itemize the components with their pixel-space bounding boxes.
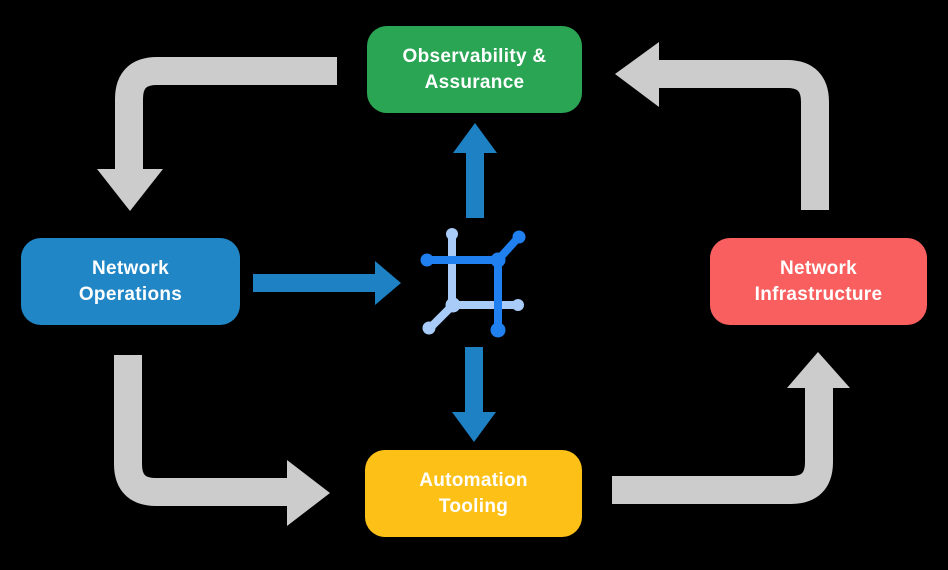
- arrowhead-operations-to-center: [375, 261, 401, 305]
- node-automation-tooling: Automation Tooling: [365, 450, 582, 537]
- arrowhead-automation-to-infrastructure: [787, 352, 850, 388]
- arrow-observability-to-operations: [115, 57, 337, 171]
- arrowhead-center-to-automation: [452, 412, 496, 442]
- node-label-line: Network: [779, 257, 858, 279]
- node-label-line: Observability &: [402, 45, 547, 67]
- node-label-line: Network: [91, 257, 170, 279]
- node-label-line: Infrastructure: [754, 283, 883, 305]
- network-mesh-icon-light-part: [422, 228, 524, 335]
- cycle-arrows: [97, 42, 850, 526]
- arrow-operations-to-automation: [114, 355, 288, 506]
- node-label-line: Operations: [78, 283, 183, 305]
- node-network-infrastructure: Network Infrastructure: [710, 238, 927, 325]
- arrowhead-center-to-observability: [453, 123, 497, 153]
- arrow-automation-to-infrastructure: [612, 388, 833, 504]
- arrow-infrastructure-to-observability: [659, 60, 829, 210]
- center-arrows: [253, 123, 497, 442]
- node-label-line: Tooling: [438, 495, 509, 517]
- arrowhead-observability-to-operations: [97, 169, 163, 211]
- node-label-line: Automation: [419, 469, 528, 491]
- arrowhead-infrastructure-to-observability: [615, 42, 659, 107]
- node-observability-assurance: Observability & Assurance: [367, 26, 582, 113]
- node-network-operations: Network Operations: [21, 238, 240, 325]
- node-label-line: Assurance: [424, 71, 525, 93]
- network-mesh-icon-dark-part: [420, 230, 526, 338]
- network-mesh-icon: [420, 228, 526, 338]
- arrowhead-operations-to-automation: [287, 460, 330, 526]
